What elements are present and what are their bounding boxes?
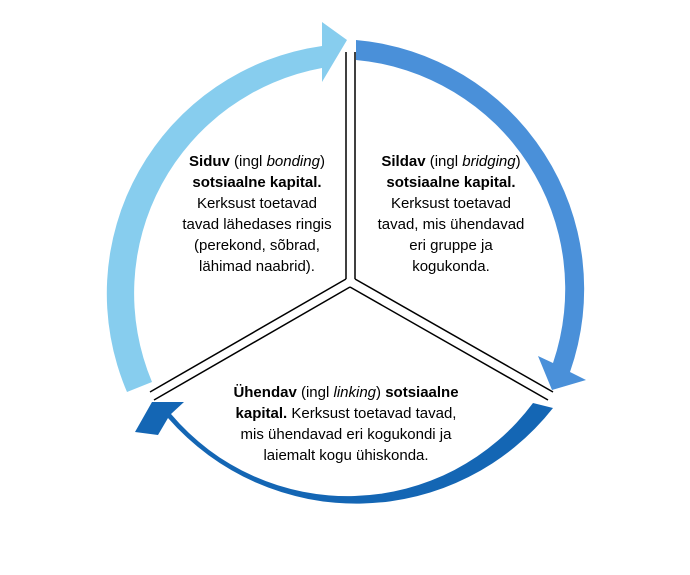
linking-paren-close: ) xyxy=(376,384,382,401)
bridging-arrow xyxy=(356,40,586,390)
linking-term: Ühendav xyxy=(233,384,297,401)
bonding-paren-close: ) xyxy=(319,153,325,170)
bridging-type: sotsiaalne kapital. xyxy=(386,174,516,191)
bonding-type: sotsiaalne kapital. xyxy=(192,174,322,191)
bridging-description-2: tavad, mis ühendavad xyxy=(377,216,525,233)
bonding-english: bonding xyxy=(266,153,320,170)
linking-description-1: Kerksust toetavad tavad, xyxy=(291,405,457,422)
bridging-description-4: kogukonda. xyxy=(412,258,490,275)
bridging-english: bridging xyxy=(462,153,516,170)
bonding-paren-open: (ingl xyxy=(234,153,267,170)
linking-description-3: laiemalt kogu ühiskonda. xyxy=(263,447,429,464)
linking-english: linking xyxy=(333,384,377,401)
linking-type-2: kapital. xyxy=(235,405,288,422)
bonding-description-1: Kerksust toetavad xyxy=(196,195,318,212)
bridging-type-line: sotsiaalne kapital. xyxy=(356,172,546,193)
linking-arrow xyxy=(135,402,553,504)
bonding-description-3: (perekond, sõbrad, xyxy=(194,237,320,254)
linking-second-line: kapital. Kerksust toetavad tavad, xyxy=(204,403,488,424)
bonding-arrow xyxy=(106,22,347,392)
bridging-paren-close: ) xyxy=(515,153,521,170)
divider-left-lower xyxy=(153,286,351,401)
divider-left-upper xyxy=(149,278,347,393)
linking-description-2: mis ühendavad eri kogukondi ja xyxy=(240,426,452,443)
bridging-term: Sildav xyxy=(381,153,426,170)
bonding-type-line: sotsiaalne kapital. xyxy=(158,172,356,193)
bridging-description-3: eri gruppe ja xyxy=(409,237,493,254)
linking-heading-line: Ühendav (ingl linking) sotsiaalne xyxy=(204,382,488,403)
bonding-text: Siduv (ingl bonding) sotsiaalne kapital.… xyxy=(158,151,356,277)
linking-paren-open: (ingl xyxy=(300,384,334,401)
divider-right-lower xyxy=(349,286,549,401)
bridging-description-1: Kerksust toetavad xyxy=(390,195,512,212)
linking-type-1: sotsiaalne xyxy=(385,384,459,401)
bridging-text: Sildav (ingl bridging) sotsiaalne kapita… xyxy=(356,151,546,277)
bonding-heading-line: Siduv (ingl bonding) xyxy=(158,151,356,172)
divider-right-upper xyxy=(354,278,554,393)
linking-text: Ühendav (ingl linking) sotsiaalne kapita… xyxy=(204,382,488,466)
bonding-term: Siduv xyxy=(189,153,230,170)
divider-lines xyxy=(149,52,554,401)
bonding-description-2: tavad lähedases ringis xyxy=(182,216,332,233)
bonding-description-4: lähimad naabrid). xyxy=(199,258,315,275)
bridging-heading-line: Sildav (ingl bridging) xyxy=(356,151,546,172)
bridging-paren-open: (ingl xyxy=(429,153,463,170)
